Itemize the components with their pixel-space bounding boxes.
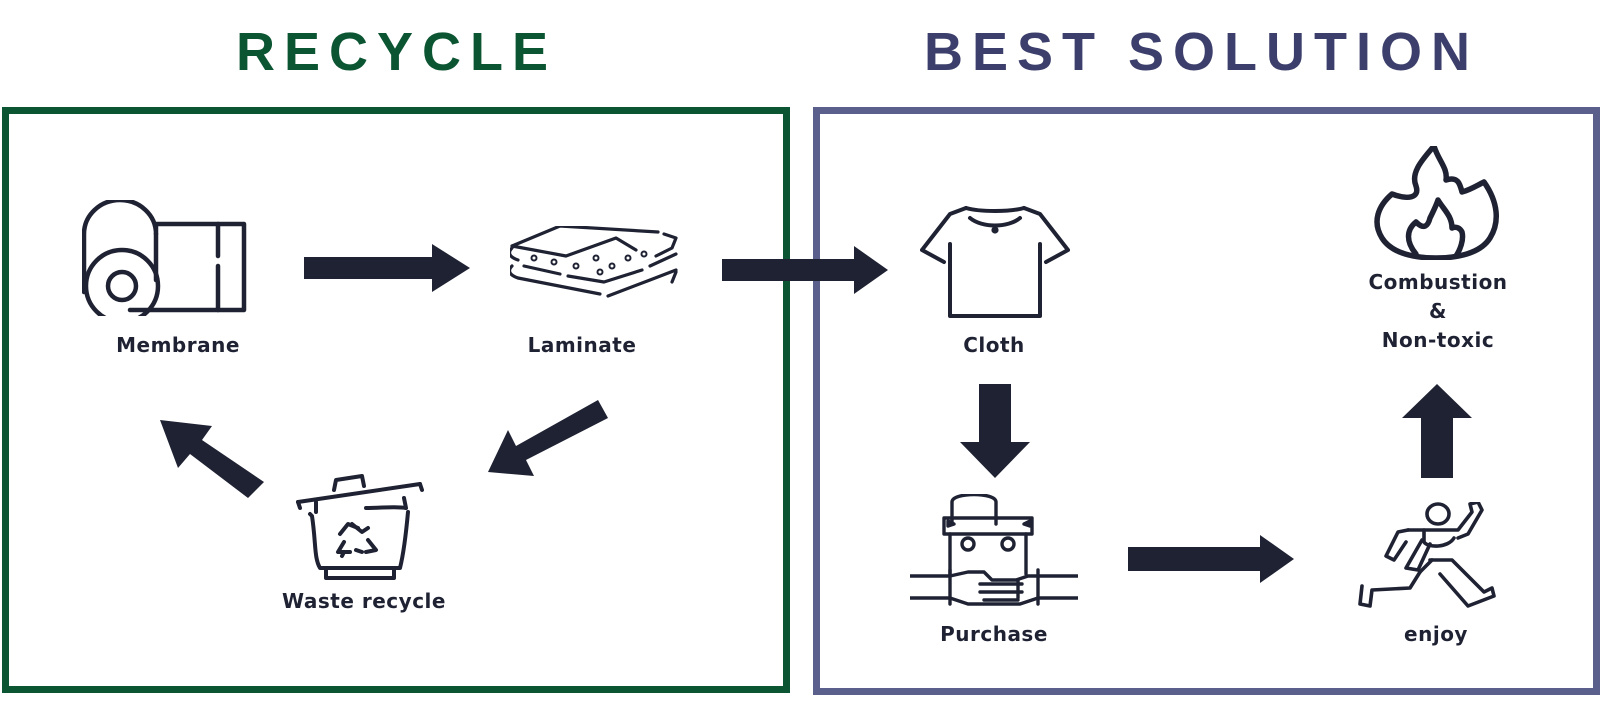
recycle-bin-icon <box>296 472 424 582</box>
flame-icon <box>1372 146 1502 260</box>
purchase-label: Purchase <box>940 622 1048 646</box>
arrow-down-icon <box>960 384 1030 478</box>
arrow-right-icon <box>722 246 888 294</box>
layered-sheets-icon <box>510 226 678 306</box>
combustion-label-line3: Non-toxic <box>1381 328 1495 352</box>
arrow-right-icon <box>304 244 470 292</box>
arrow-up-left-icon <box>160 420 264 498</box>
arrow-up-icon <box>1402 384 1472 478</box>
waste-recycle-label: Waste recycle <box>282 589 446 613</box>
laminate-label: Laminate <box>527 333 637 357</box>
arrow-down-left-icon <box>488 400 608 480</box>
recycle-title: RECYCLE <box>236 22 558 82</box>
film-roll-icon <box>82 200 250 316</box>
arrow-right-icon <box>1128 535 1294 583</box>
shopping-handshake-icon <box>910 494 1078 610</box>
running-person-icon <box>1358 502 1498 614</box>
combustion-label-line1: Combustion <box>1368 270 1508 294</box>
cloth-label: Cloth <box>963 333 1025 357</box>
recycle-panel <box>2 107 790 693</box>
best-solution-panel <box>813 107 1600 695</box>
enjoy-label: enjoy <box>1404 622 1468 646</box>
membrane-label: Membrane <box>116 333 240 357</box>
combustion-label-line2: & <box>1429 299 1447 323</box>
best-solution-title: BEST SOLUTION <box>924 22 1480 82</box>
t-shirt-icon <box>920 204 1070 320</box>
